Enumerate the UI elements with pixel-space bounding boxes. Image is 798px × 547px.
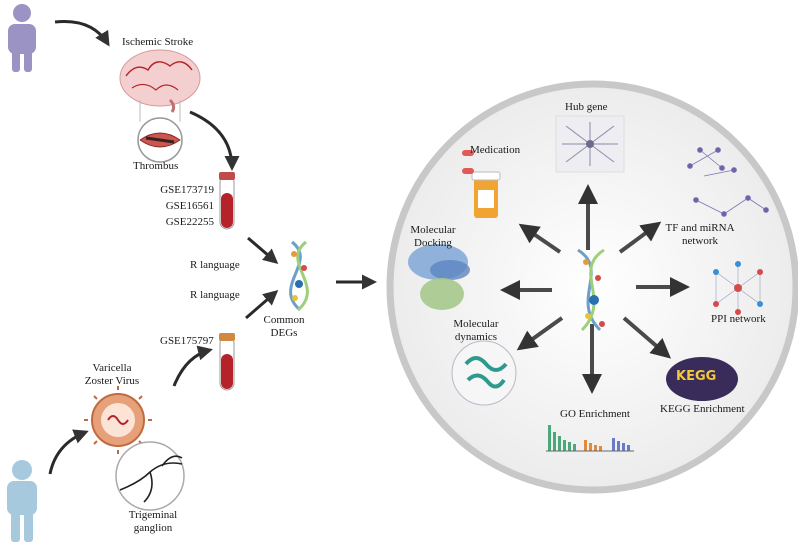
ischemic-stroke-label: Ischemic Stroke [122,36,194,48]
trigeminal-ganglion-label: Trigeminal ganglion [128,509,178,534]
r-language-label: R language [190,289,240,301]
blood-tube-icon [219,172,235,230]
tf-mirna-network-label: TF and miRNA network [665,222,735,247]
arrow-virus-to-tube [172,345,213,387]
gse-22255-label: GSE22255 [165,216,214,228]
kegg-logo-text: KEGG [676,369,717,384]
protein-structure-icon [451,340,517,406]
ppi-network-label: PPI network [711,313,766,325]
bar-chart-icon [546,425,634,452]
arrow-to-medication [518,223,562,254]
arrow-to-tf [618,221,662,254]
arrow-person-to-virus [48,429,89,475]
varicella-zoster-label: Varicella Zoster Virus [84,362,140,387]
arrow-tube-to-degs [247,236,279,264]
hub-gene-label: Hub gene [565,101,608,113]
network-graph-icon [555,115,625,173]
network-graph-icon [713,261,763,315]
arrow-to-dynamics [516,316,564,351]
gse-173719-label: GSE173719 [160,184,214,196]
arrow-to-kegg [622,316,672,359]
blood-vessel-icon [137,117,183,163]
brain-icon [119,49,201,122]
virus-icon [84,386,152,454]
arrow-tube2-to-degs [245,290,279,320]
common-degs-label: Common DEGs [263,314,305,339]
network-graph-icon [687,147,769,217]
r-language-label: R language [190,259,240,271]
molecular-dynamics-label: Molecular dynamics [453,318,499,343]
molecular-docking-label: Molecular Docking [410,224,456,249]
neuron-icon [115,441,185,511]
kegg-enrichment-label: KEGG Enrichment [660,403,745,415]
gse-175797-label: GSE175797 [160,335,214,347]
gse-16561-label: GSE16561 [165,200,214,212]
pill-bottle-icon [462,150,501,218]
dna-helix-icon [289,240,309,312]
dna-helix-icon [577,248,605,332]
person-icon [8,4,36,72]
arrow-stroke-to-tube [189,110,240,171]
person-icon [7,460,37,542]
go-enrichment-label: GO Enrichment [560,408,630,420]
blood-tube-icon [219,333,235,391]
arrow-person-to-stroke [54,19,110,47]
kegg-logo-background [666,357,738,401]
medication-label: Medication [470,144,521,156]
thrombus-label: Thrombus [133,160,179,172]
protein-structure-icon [408,244,470,310]
